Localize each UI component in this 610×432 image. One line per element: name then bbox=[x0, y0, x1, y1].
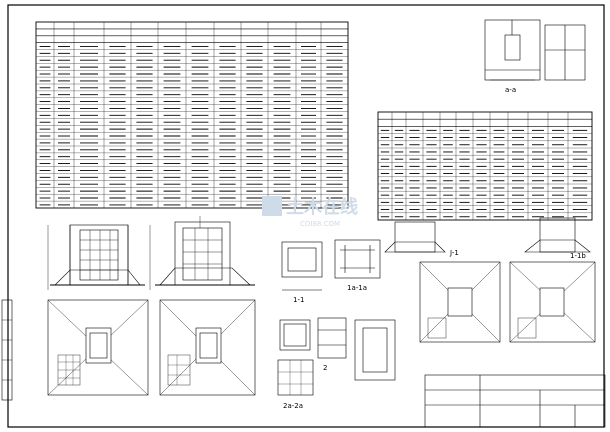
foundation-plan-1 bbox=[47, 299, 149, 396]
foundation-elevation-j bbox=[384, 217, 591, 253]
label-1a-1a: 1a-1a bbox=[347, 284, 367, 292]
foundation-plan-2 bbox=[159, 299, 256, 396]
binding-strip-ticks bbox=[2, 319, 12, 381]
left-foundation-table bbox=[35, 21, 349, 209]
foundation-plan-j1b bbox=[509, 261, 596, 343]
column-base-detail bbox=[484, 19, 586, 81]
binding-strip bbox=[1, 299, 13, 401]
label-a-a: a-a bbox=[505, 86, 516, 94]
foundation-elevation-1 bbox=[47, 224, 151, 290]
section-1-1 bbox=[281, 241, 323, 291]
section-1a-1a bbox=[334, 239, 381, 279]
foundation-plan-j1 bbox=[419, 261, 501, 343]
label-j1: J-1 bbox=[449, 249, 459, 257]
right-foundation-table bbox=[377, 111, 593, 221]
label-2: 2 bbox=[323, 364, 327, 372]
watermark-sub: COI88.COM bbox=[300, 220, 340, 228]
title-block bbox=[424, 374, 606, 428]
watermark-text: 土木在线 bbox=[286, 196, 358, 218]
watermark: 土木在线 COI88.COM bbox=[262, 196, 358, 228]
foundation-elevation-2 bbox=[155, 216, 255, 286]
sheet-border bbox=[7, 4, 605, 428]
section-2a-2a bbox=[277, 359, 314, 396]
label-1-1b: 1-1b bbox=[570, 252, 586, 260]
label-1-1: 1-1 bbox=[293, 296, 304, 304]
section-2-detail bbox=[279, 317, 396, 381]
label-2a-2a: 2a-2a bbox=[283, 402, 303, 410]
watermark-logo-icon bbox=[262, 196, 282, 216]
